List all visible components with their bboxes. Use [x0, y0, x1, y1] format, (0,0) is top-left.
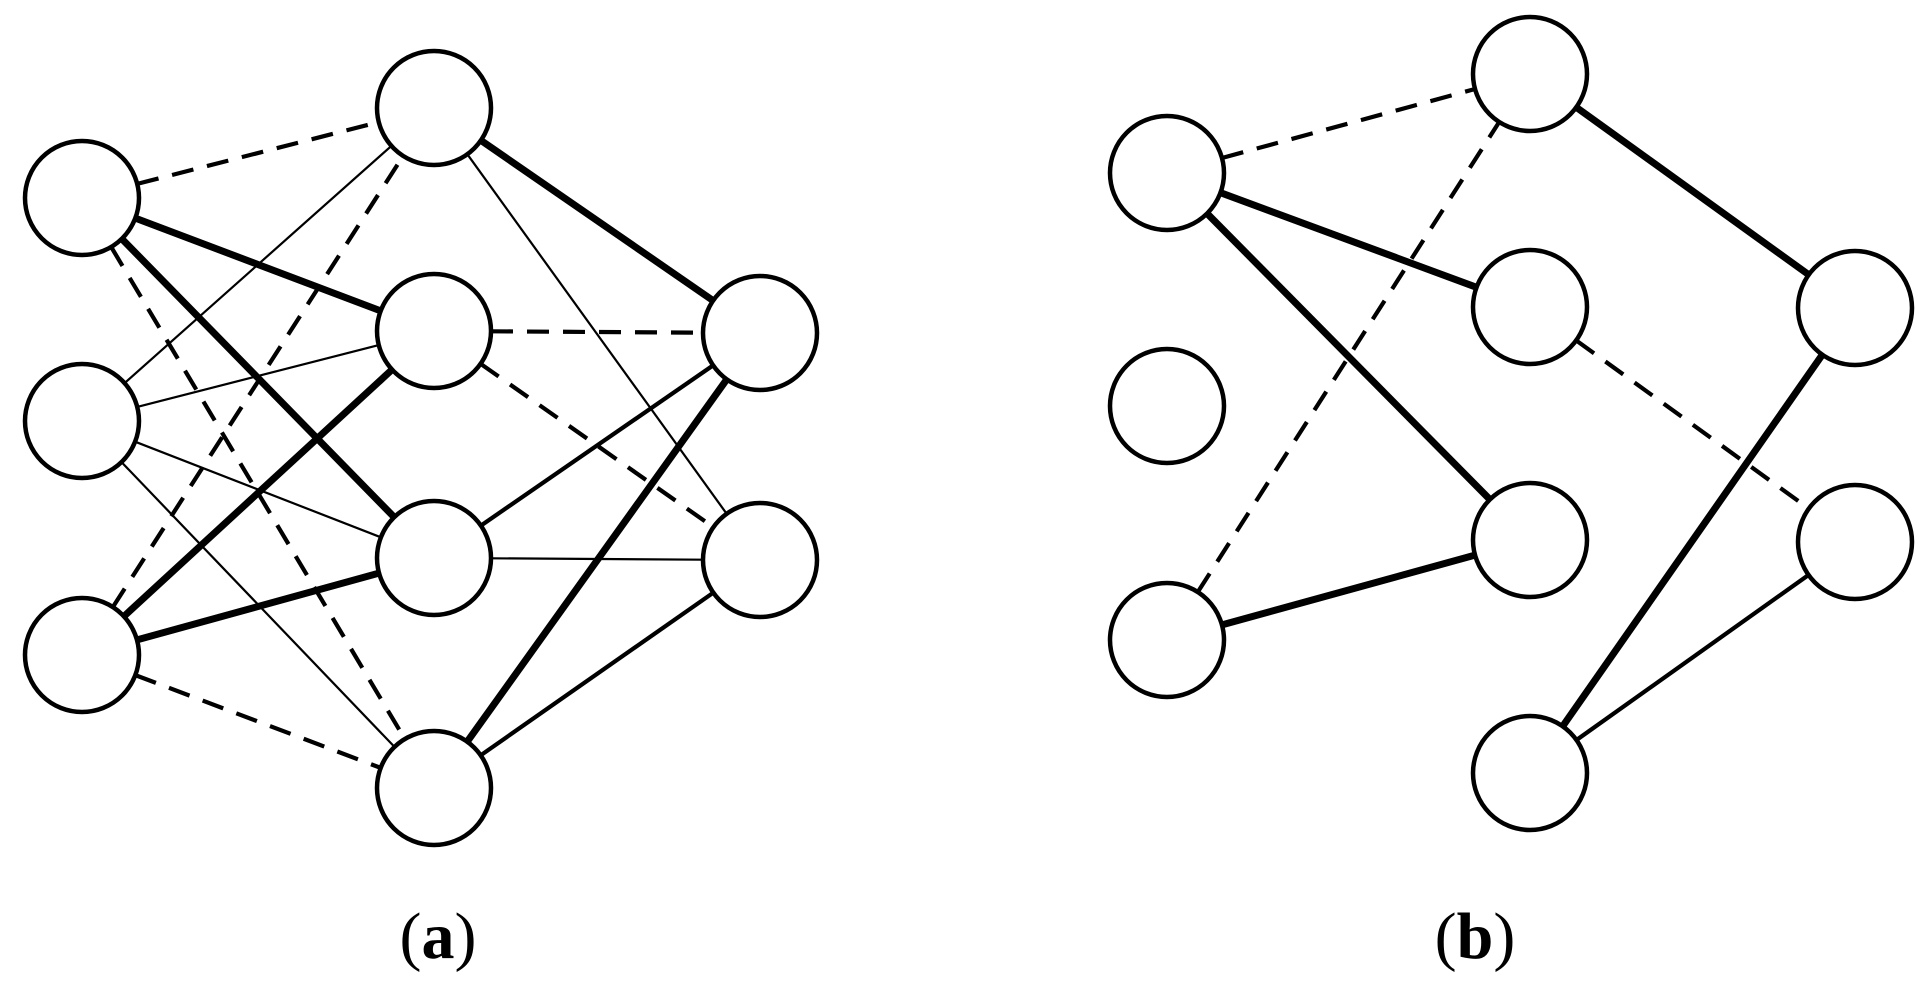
node-a-h1 [374, 271, 494, 391]
edge-a-h3-to-a-o0 [464, 377, 730, 744]
node-a-i0 [22, 138, 142, 258]
edge-a-i2-to-a-h1 [121, 367, 395, 619]
edge-a-i2-to-a-h3 [134, 673, 382, 770]
node-a-i1 [22, 361, 142, 481]
panel-a-label: (a) [400, 900, 477, 973]
node-b-h1 [1470, 247, 1590, 367]
edge-b-h0-to-b-o0 [1574, 104, 1811, 278]
panel-b-nodes [1107, 14, 1915, 833]
edge-b-i2-to-b-h2 [1221, 551, 1476, 629]
panel-b-label: (b) [1435, 900, 1516, 973]
node-b-o1 [1795, 482, 1915, 602]
node-b-i1 [1107, 346, 1227, 466]
node-b-i2 [1107, 580, 1227, 700]
edge-a-i2-to-a-h0 [111, 154, 405, 609]
edge-a-i1-to-a-h0 [123, 145, 393, 384]
edge-a-i1-to-a-h1 [136, 344, 380, 408]
node-a-o1 [700, 500, 820, 620]
panel-a-nodes [22, 48, 820, 848]
edge-a-h0-to-a-o1 [466, 153, 728, 515]
edge-a-h2-to-a-o0 [479, 363, 715, 528]
node-a-h3 [374, 728, 494, 848]
edge-a-h3-to-a-o1 [479, 590, 715, 758]
node-b-h2 [1470, 480, 1590, 600]
edge-a-i2-to-a-h2 [136, 569, 380, 644]
node-a-o0 [700, 273, 820, 393]
edge-b-i0-to-b-h2 [1204, 211, 1493, 502]
edge-a-i0-to-a-h0 [136, 120, 380, 186]
panel-b-edges [1196, 86, 1826, 742]
edge-a-h1-to-a-o1 [479, 362, 715, 529]
node-b-o0 [1795, 248, 1915, 368]
node-a-i2 [22, 595, 142, 715]
edge-a-i0-to-a-h3 [109, 245, 407, 741]
edge-b-i2-to-b-h0 [1196, 120, 1501, 594]
edge-a-h0-to-a-o0 [478, 137, 716, 304]
node-b-h3 [1470, 713, 1590, 833]
edge-b-h3-to-b-o1 [1575, 573, 1810, 742]
edge-b-i0-to-b-h0 [1221, 86, 1476, 161]
node-b-i0 [1107, 113, 1227, 233]
edge-b-i0-to-b-h1 [1219, 189, 1478, 291]
node-a-h0 [374, 48, 494, 168]
node-b-h0 [1470, 14, 1590, 134]
node-a-h2 [374, 498, 494, 618]
panel-a-full-network: (a) [22, 48, 820, 973]
panel-a-edges [109, 120, 730, 770]
panel-b-pruned-network: (b) [1107, 14, 1915, 973]
edge-b-h1-to-b-o1 [1574, 338, 1811, 511]
edge-b-h3-to-b-o0 [1559, 352, 1826, 729]
